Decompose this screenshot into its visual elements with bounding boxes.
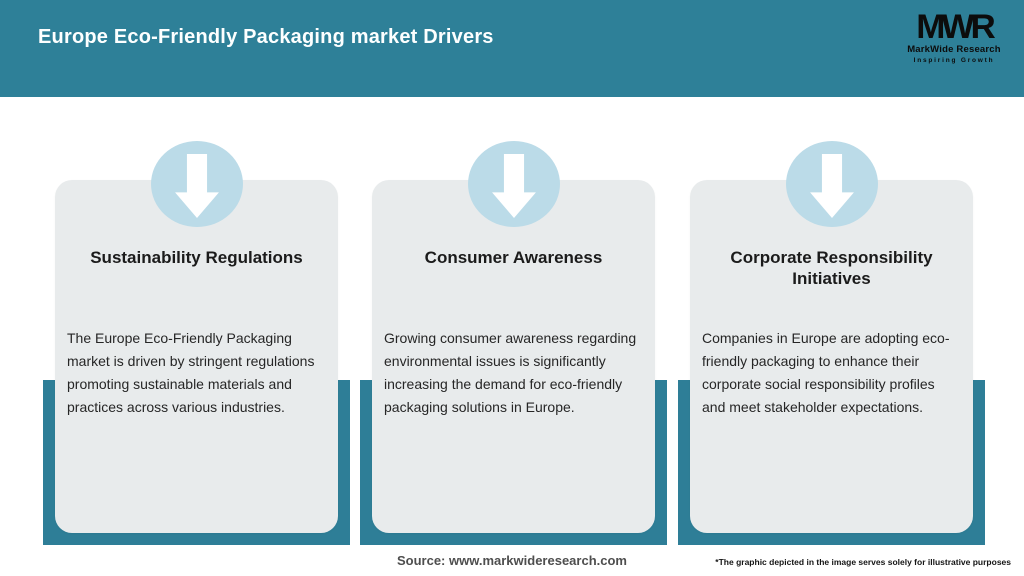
logo-company-name: MarkWide Research — [907, 44, 1001, 55]
driver-card-group-1: Sustainability Regulations The Europe Ec… — [43, 0, 350, 576]
driver-card — [690, 180, 973, 533]
source-text: Source: www.markwideresearch.com — [396, 553, 627, 568]
down-arrow-badge — [785, 141, 878, 227]
disclaimer-text: *The graphic depicted in the image serve… — [715, 557, 1011, 567]
page-title: Europe Eco-Friendly Packaging market Dri… — [38, 26, 494, 48]
down-arrow-icon — [809, 154, 854, 218]
down-arrow-badge — [467, 141, 560, 227]
markwide-logo: MWR MarkWide Research Inspiring Growth — [896, 9, 1012, 65]
down-arrow-icon — [174, 154, 219, 218]
card-title: Consumer Awareness — [424, 248, 603, 267]
driver-card — [372, 180, 655, 533]
driver-card-group-3: Corporate Responsibility Initiatives Com… — [678, 0, 985, 576]
down-arrow-icon — [491, 154, 536, 218]
card-body: Companies in Europe are adopting eco- fr… — [702, 330, 950, 415]
mwr-logo-icon: MWR — [916, 7, 995, 46]
card-body: Growing consumer awareness regarding env… — [384, 330, 637, 415]
card-body: The Europe Eco-Friendly Packaging market… — [67, 330, 315, 415]
down-arrow-badge — [150, 141, 243, 227]
driver-card — [55, 180, 338, 533]
logo-tagline: Inspiring Growth — [913, 57, 995, 64]
driver-card-group-2: Consumer Awareness Growing consumer awar… — [360, 0, 667, 576]
header-bar: Europe Eco-Friendly Packaging market Dri… — [0, 0, 1024, 97]
card-title: Corporate Responsibility Initiatives — [730, 248, 933, 288]
card-title: Sustainability Regulations — [90, 248, 303, 267]
